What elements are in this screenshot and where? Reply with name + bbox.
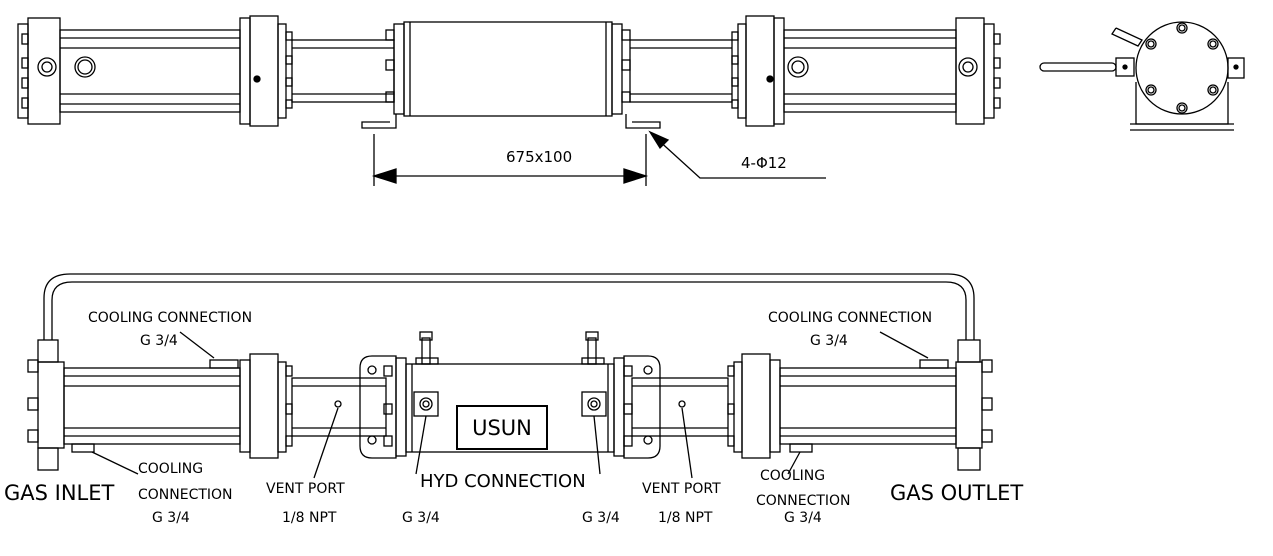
vent-port-left-label: VENT PORT <box>266 481 345 497</box>
cooling-top-left-size: G 3/4 <box>140 333 178 349</box>
right-gas-cylinder <box>731 15 1001 127</box>
gas-outlet-label: GAS OUTLET <box>890 481 1024 505</box>
cooling-bottom-left-size: G 3/4 <box>152 510 190 526</box>
cooling-bottom-right-label: COOLING <box>760 468 826 484</box>
vent-port-right-size: 1/8 NPT <box>658 510 713 526</box>
dimension-line <box>371 134 649 186</box>
cooling-top-right-label: COOLING CONNECTION <box>768 310 933 326</box>
cooling-top-left-label: COOLING CONNECTION <box>88 310 253 326</box>
hyd-left-size: G 3/4 <box>402 510 440 526</box>
front-right-gas-cylinder <box>727 339 993 471</box>
overall-dimension-label: 675x100 <box>506 148 573 166</box>
cooling-bottom-left-label-2: CONNECTION <box>138 487 233 503</box>
cooling-loop-pipe <box>43 273 975 340</box>
side-view <box>1039 21 1245 131</box>
leader-lines <box>91 331 929 479</box>
hole-leader <box>648 130 826 179</box>
front-left-gas-cylinder <box>27 339 293 471</box>
top-view <box>17 15 1001 186</box>
vent-port-left-size: 1/8 NPT <box>282 510 337 526</box>
gas-inlet-label: GAS INLET <box>4 481 115 505</box>
hyd-connection-label: HYD CONNECTION <box>420 471 586 492</box>
cooling-top-right-size: G 3/4 <box>810 333 848 349</box>
front-view <box>27 273 993 479</box>
left-gas-cylinder <box>17 15 293 127</box>
front-hydraulic-cylinder <box>359 331 661 459</box>
center-hydraulic-cylinder <box>361 21 661 129</box>
brand-nameplate: USUN <box>456 405 548 450</box>
cooling-bottom-right-label-2: CONNECTION <box>756 493 851 509</box>
cooling-bottom-left-label: COOLING <box>138 461 204 477</box>
vent-port-right-label: VENT PORT <box>642 481 721 497</box>
mount-holes-label: 4-Φ12 <box>741 154 787 172</box>
hyd-right-size: G 3/4 <box>582 510 620 526</box>
cooling-bottom-right-size: G 3/4 <box>784 510 822 526</box>
brand-label: USUN <box>472 415 532 440</box>
